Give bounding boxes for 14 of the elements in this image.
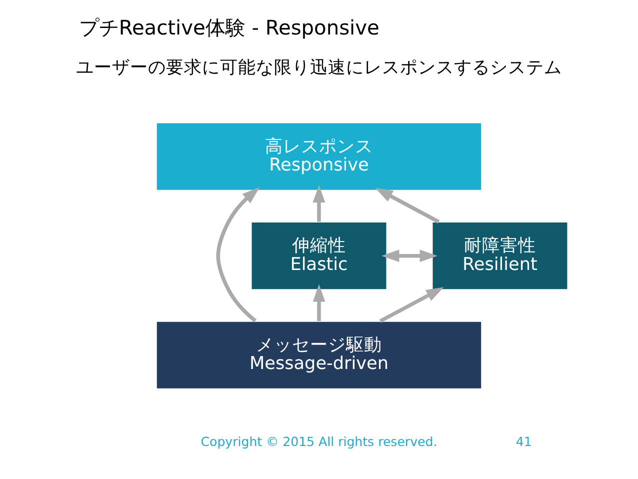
node-box: 高レスポンス Responsive [156, 122, 482, 192]
diagram-title: プチReactive体験 - Responsive [78, 15, 380, 40]
node-box: メッセージ駆動 Message-driven [156, 320, 482, 390]
arrow [312, 184, 326, 222]
arrow [312, 284, 326, 322]
label: Copyright © 2015 All rights reserved. [200, 434, 438, 450]
arrow [379, 287, 444, 323]
arrow [216, 187, 260, 322]
node-box: 耐障害性 Resilient [431, 221, 568, 290]
label: ユーザーの要求に可能な限り迅速にレスポンスするシステム [76, 58, 562, 78]
node-box: 伸縮性 Elastic [250, 221, 388, 290]
label: 41 [516, 434, 532, 450]
arrow [375, 188, 440, 224]
arrow [382, 250, 438, 262]
